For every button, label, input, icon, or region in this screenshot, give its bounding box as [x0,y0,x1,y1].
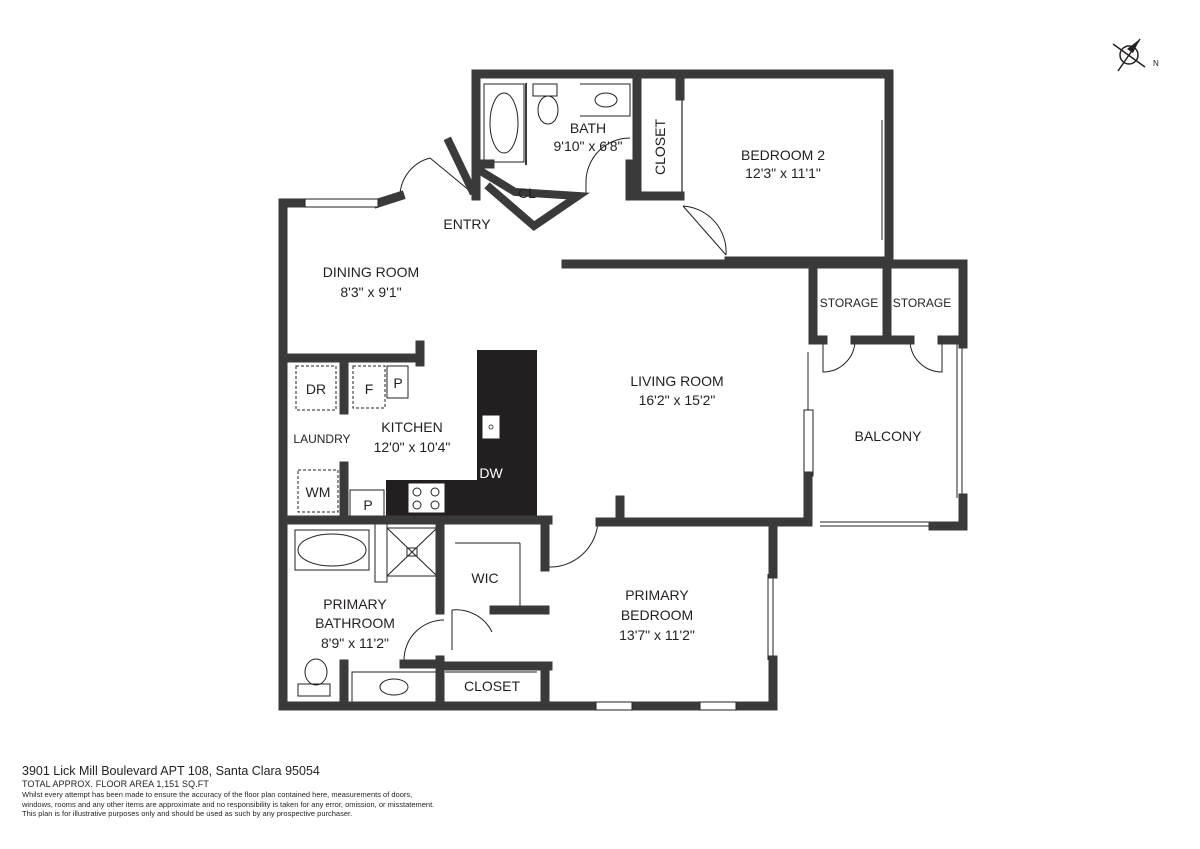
wic-name: WIC [471,570,498,586]
entry-door-swing [399,157,431,197]
closet-primary-name: CLOSET [464,678,520,694]
primary-toilet-bowl [304,658,328,686]
primary-bath-name-1: PRIMARY [323,596,387,612]
primary-bed-dims: 13'7" x 11'2" [619,627,695,643]
storage2-door-swing [909,339,943,373]
primary-bed-name-1: PRIMARY [625,587,689,603]
primary-bedroom-door-swing [547,519,599,568]
cl-name: CL [518,185,536,201]
primary-bedroom-window-2 [699,701,737,711]
fridge [352,365,386,409]
primary-toilet-tank [297,683,331,697]
storage2-name: STORAGE [893,296,951,310]
appliance-labels: DR F P WM P DW [306,375,504,513]
bedroom2-name: BEDROOM 2 [741,147,825,163]
stove [407,482,446,514]
closet-bed2-name: CLOSET [652,119,668,175]
balcony-slider-door [803,409,814,477]
primary-bed-name-2: BEDROOM [621,607,693,623]
toilet-tank [532,83,558,97]
living-name: LIVING ROOM [630,373,723,389]
bedroom2-dims: 12'3" x 11'1" [745,165,821,181]
counter-island-vertical [477,350,537,517]
primary-bath-door-swing [403,619,445,661]
vanity [580,83,631,117]
washer-label: WM [306,484,331,500]
bath-door-swing [585,137,631,183]
pantry-1 [386,365,409,399]
bath-name: BATH [570,120,606,136]
wic-door-swing [451,609,493,650]
bathtub-basin [489,92,519,154]
address: 3901 Lick Mill Boulevard APT 108, Santa … [22,764,320,778]
disclaimer-line-3: This plan is for illustrative purposes o… [22,809,353,819]
disclaimer-line-1: Whilst every attempt has been made to en… [22,790,413,799]
laundry-name: LAUNDRY [293,432,350,446]
primary-vanity [351,671,439,703]
fixtures [294,83,963,703]
bath-dims: 9'10" x 6'8" [554,138,623,154]
dining-window [304,198,379,208]
bedroom2-door-swing [682,205,727,256]
toilet-bowl [537,95,559,125]
kitchen-sink [481,414,501,440]
primary-bathtub-basin [297,533,367,567]
bath-sink [594,92,618,108]
entry-name: ENTRY [443,216,491,232]
fridge-label: F [365,381,374,397]
primary-bathtub [294,529,370,571]
disclaimer-line-2: windows, rooms and any other items are a… [22,799,435,809]
primary-bath-dims: 8'9" x 11'2" [321,635,389,651]
dining-dims: 8'3" x 9'1" [340,284,401,300]
compass-icon [1112,38,1146,72]
storage1-name: STORAGE [820,296,878,310]
balcony-name: BALCONY [855,428,923,444]
storage1-door-swing [822,339,856,373]
primary-bath-name-2: BATHROOM [315,615,395,631]
primary-sink [379,678,409,696]
living-dims: 16'2" x 15'2" [639,392,716,408]
total-area: TOTAL APPROX. FLOOR AREA 1,151 SQ.FT [22,779,209,789]
dryer [295,365,337,411]
bathtub [483,83,525,163]
primary-bedroom-window-1 [595,701,633,711]
washer [297,469,339,513]
dining-name: DINING ROOM [323,264,419,280]
pantry1-label: P [393,375,402,391]
kitchen-name: KITCHEN [381,419,442,435]
walls [278,69,968,711]
pantry2-label: P [363,497,372,513]
room-labels: BATH 9'10" x 6'8" CLOSET BEDROOM 2 12'3"… [293,119,951,694]
dishwasher-label: DW [479,465,503,481]
appliance-outlines [295,365,386,513]
windows [304,198,737,711]
dryer-label: DR [306,381,326,397]
footer: 3901 Lick Mill Boulevard APT 108, Santa … [22,764,722,819]
kitchen-dims: 12'0" x 10'4" [374,439,451,455]
compass-north-label: N [1153,59,1159,68]
